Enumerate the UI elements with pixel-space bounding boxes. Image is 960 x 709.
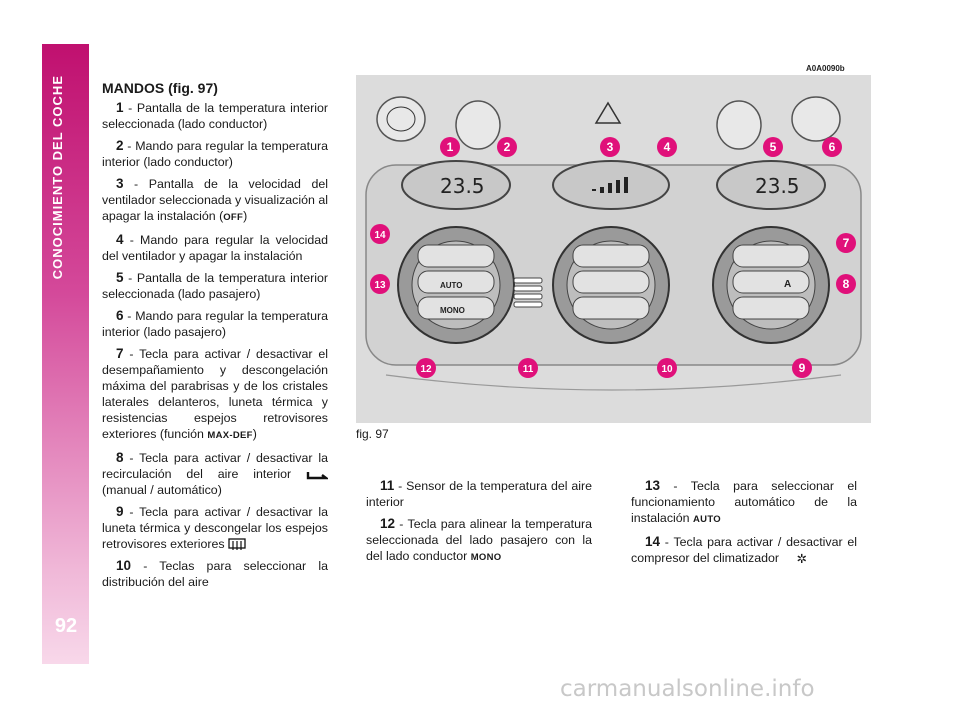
callout-label-12: 12 — [420, 364, 432, 375]
figure-code: A0A0090b — [806, 64, 845, 73]
temp-display-left: 23.5 — [401, 160, 511, 210]
item-14: 14 - Tecla para activar / desactivar el … — [631, 534, 857, 566]
item-7: 7 - Tecla para activar / desactivar el d… — [102, 346, 328, 441]
fan-display — [552, 160, 670, 210]
callout-1 — [440, 137, 460, 157]
callout-label-3: 3 — [607, 140, 614, 154]
callout-label-13: 13 — [374, 280, 386, 291]
door-lock-icon — [791, 96, 841, 142]
section-title: CONOCIMIENTO DEL COCHE — [50, 75, 65, 280]
item-13: 13 - Tecla para seleccionar el funcionam… — [631, 478, 857, 525]
item-6: 6 - Mando para regular la temperatura in… — [102, 308, 329, 339]
callout-14 — [370, 224, 390, 244]
text-column-3: 13 - Tecla para seleccionar el funcionam… — [631, 478, 857, 573]
callout-label-4: 4 — [664, 140, 671, 154]
callout-10 — [657, 358, 677, 378]
item-3: 3 - Pantalla de la velocidad del ventila… — [102, 176, 328, 223]
item-5: 5 - Pantalla de la temperatura interior … — [102, 270, 329, 301]
left-temp-knob: AUTO MONO — [397, 226, 515, 344]
item-4: 4 - Mando para regular la velocidad del … — [102, 232, 328, 263]
callout-4 — [657, 137, 677, 157]
section-heading: MANDOS (fig. 97) — [102, 80, 218, 96]
svg-text:23.5: 23.5 — [440, 174, 485, 198]
rear-defrost-icon — [228, 538, 246, 551]
front-fog-icon — [455, 100, 501, 150]
air-sensor-grille — [513, 277, 543, 308]
fog-light-icon — [716, 100, 762, 150]
callout-2 — [497, 137, 517, 157]
item-12: 12 - Tecla para alinear la temperatura s… — [366, 516, 592, 563]
svg-text:AUTO: AUTO — [440, 281, 463, 290]
page-number: 92 — [54, 615, 78, 637]
item-1: 1 - Pantalla de la temperatura interior … — [102, 100, 329, 131]
svg-text:MONO: MONO — [440, 306, 465, 315]
callout-12 — [416, 358, 436, 378]
callout-13 — [370, 274, 390, 294]
item-9: 9 - Tecla para activar / desactivar la l… — [102, 504, 328, 551]
callout-label-6: 6 — [829, 140, 836, 154]
fan-knob — [552, 226, 670, 344]
climate-control-figure: 23.5 23.5 AUTO MONO — [356, 75, 871, 423]
callout-8 — [836, 274, 856, 294]
right-temp-knob: A — [712, 226, 830, 344]
callout-6 — [822, 137, 842, 157]
text-column-1: MANDOS (fig. 97) 1 - Pantalla de la temp… — [102, 80, 328, 596]
callout-label-14: 14 — [374, 230, 386, 241]
temp-display-right: 23.5 — [716, 160, 826, 210]
callout-label-9: 9 — [799, 361, 806, 375]
callout-label-11: 11 — [523, 364, 534, 375]
text-column-2: 11 - Sensor de la temperatura del aire i… — [366, 478, 592, 572]
callout-label-2: 2 — [504, 140, 511, 154]
callout-3 — [600, 137, 620, 157]
callout-label-5: 5 — [770, 140, 777, 154]
item-8: 8 - Tecla para activar / desactivar la r… — [102, 450, 328, 497]
item-11: 11 - Sensor de la temperatura del aire i… — [366, 478, 592, 509]
callout-7 — [836, 233, 856, 253]
callout-9 — [792, 358, 812, 378]
compressor-icon: ✲ — [796, 551, 807, 566]
callout-5 — [763, 137, 783, 157]
section-sidebar — [42, 44, 89, 664]
callout-label-7: 7 — [843, 236, 850, 250]
recirculation-icon — [306, 471, 328, 479]
item-2: 2 - Mando para regular la temperatura in… — [102, 138, 329, 169]
svg-text:23.5: 23.5 — [755, 174, 800, 198]
hazard-icon — [594, 101, 622, 124]
callout-11 — [518, 358, 538, 378]
watermark: carmanualsonline.info — [560, 676, 815, 702]
figure-caption: fig. 97 — [356, 427, 389, 441]
item-10: 10 - Teclas para seleccionar la distribu… — [102, 558, 328, 589]
callout-label-8: 8 — [843, 277, 850, 291]
callout-label-1: 1 — [447, 140, 454, 154]
svg-text:A: A — [784, 279, 791, 290]
callout-label-10: 10 — [661, 364, 673, 375]
rear-fog-icon — [376, 96, 426, 142]
